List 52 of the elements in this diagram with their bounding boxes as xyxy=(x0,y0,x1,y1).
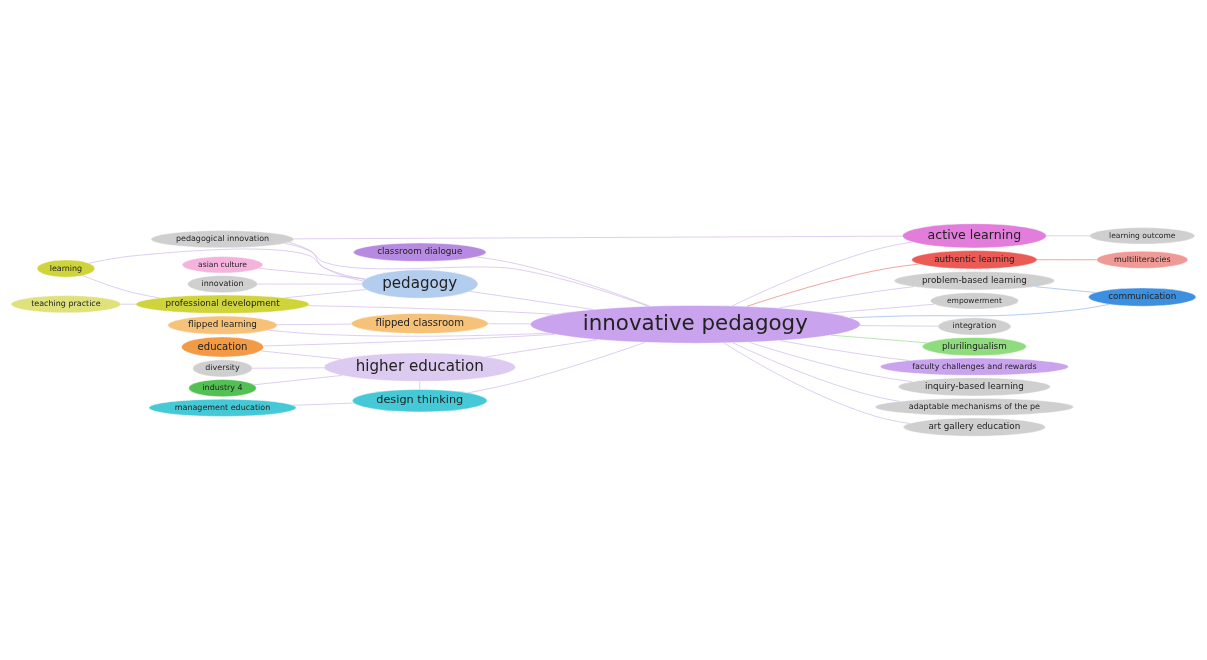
connector xyxy=(288,242,364,282)
connector xyxy=(276,323,352,326)
connector xyxy=(467,342,646,394)
connector xyxy=(292,402,355,406)
node-ellipse: innovative pedagogy xyxy=(530,305,861,344)
connector xyxy=(1035,286,1096,293)
node-ellipse: inquiry-based learning xyxy=(898,377,1051,397)
node-ellipse: classroom dialogue xyxy=(353,242,487,262)
node-ellipse: pedagogy xyxy=(361,269,479,299)
connector xyxy=(284,289,367,299)
node-ellipse: communication xyxy=(1088,287,1197,307)
connector xyxy=(830,334,928,344)
connector xyxy=(828,303,935,314)
connector xyxy=(120,303,137,305)
connector xyxy=(732,241,913,307)
connector xyxy=(284,243,649,307)
connector xyxy=(849,304,1110,319)
node-ellipse: plurilingualism xyxy=(922,337,1027,356)
connector xyxy=(778,286,914,309)
connector xyxy=(746,263,920,307)
connector xyxy=(82,275,160,299)
node-ellipse: authentic learning xyxy=(911,250,1038,270)
node-ellipse: flipped learning xyxy=(167,315,278,335)
connector xyxy=(307,305,556,315)
connector xyxy=(723,342,910,424)
node-ellipse: problem-based learning xyxy=(894,271,1055,291)
connector xyxy=(253,375,343,386)
node-ellipse: active learning xyxy=(902,223,1047,249)
connector xyxy=(88,248,365,280)
connector xyxy=(258,268,366,280)
connector xyxy=(1046,235,1090,237)
connector xyxy=(780,340,910,361)
connector xyxy=(488,323,531,325)
connector xyxy=(485,339,598,358)
connector xyxy=(260,350,342,360)
connector xyxy=(268,329,550,337)
connector xyxy=(469,291,594,310)
connector xyxy=(859,325,939,327)
node-ellipse: education xyxy=(181,336,264,358)
node-ellipse: flipped classroom xyxy=(351,313,489,334)
connector xyxy=(749,342,913,382)
connector xyxy=(732,342,900,402)
connector xyxy=(263,333,556,347)
node-ellipse: higher education xyxy=(323,352,516,382)
connector xyxy=(419,381,421,390)
connector xyxy=(1036,259,1097,261)
connector xyxy=(293,235,903,240)
connector xyxy=(476,256,650,307)
node-ellipse: art gallery education xyxy=(903,417,1046,437)
node-ellipse: design thinking xyxy=(352,389,488,413)
connector xyxy=(251,367,325,369)
node-ellipse: professional development xyxy=(135,294,310,314)
